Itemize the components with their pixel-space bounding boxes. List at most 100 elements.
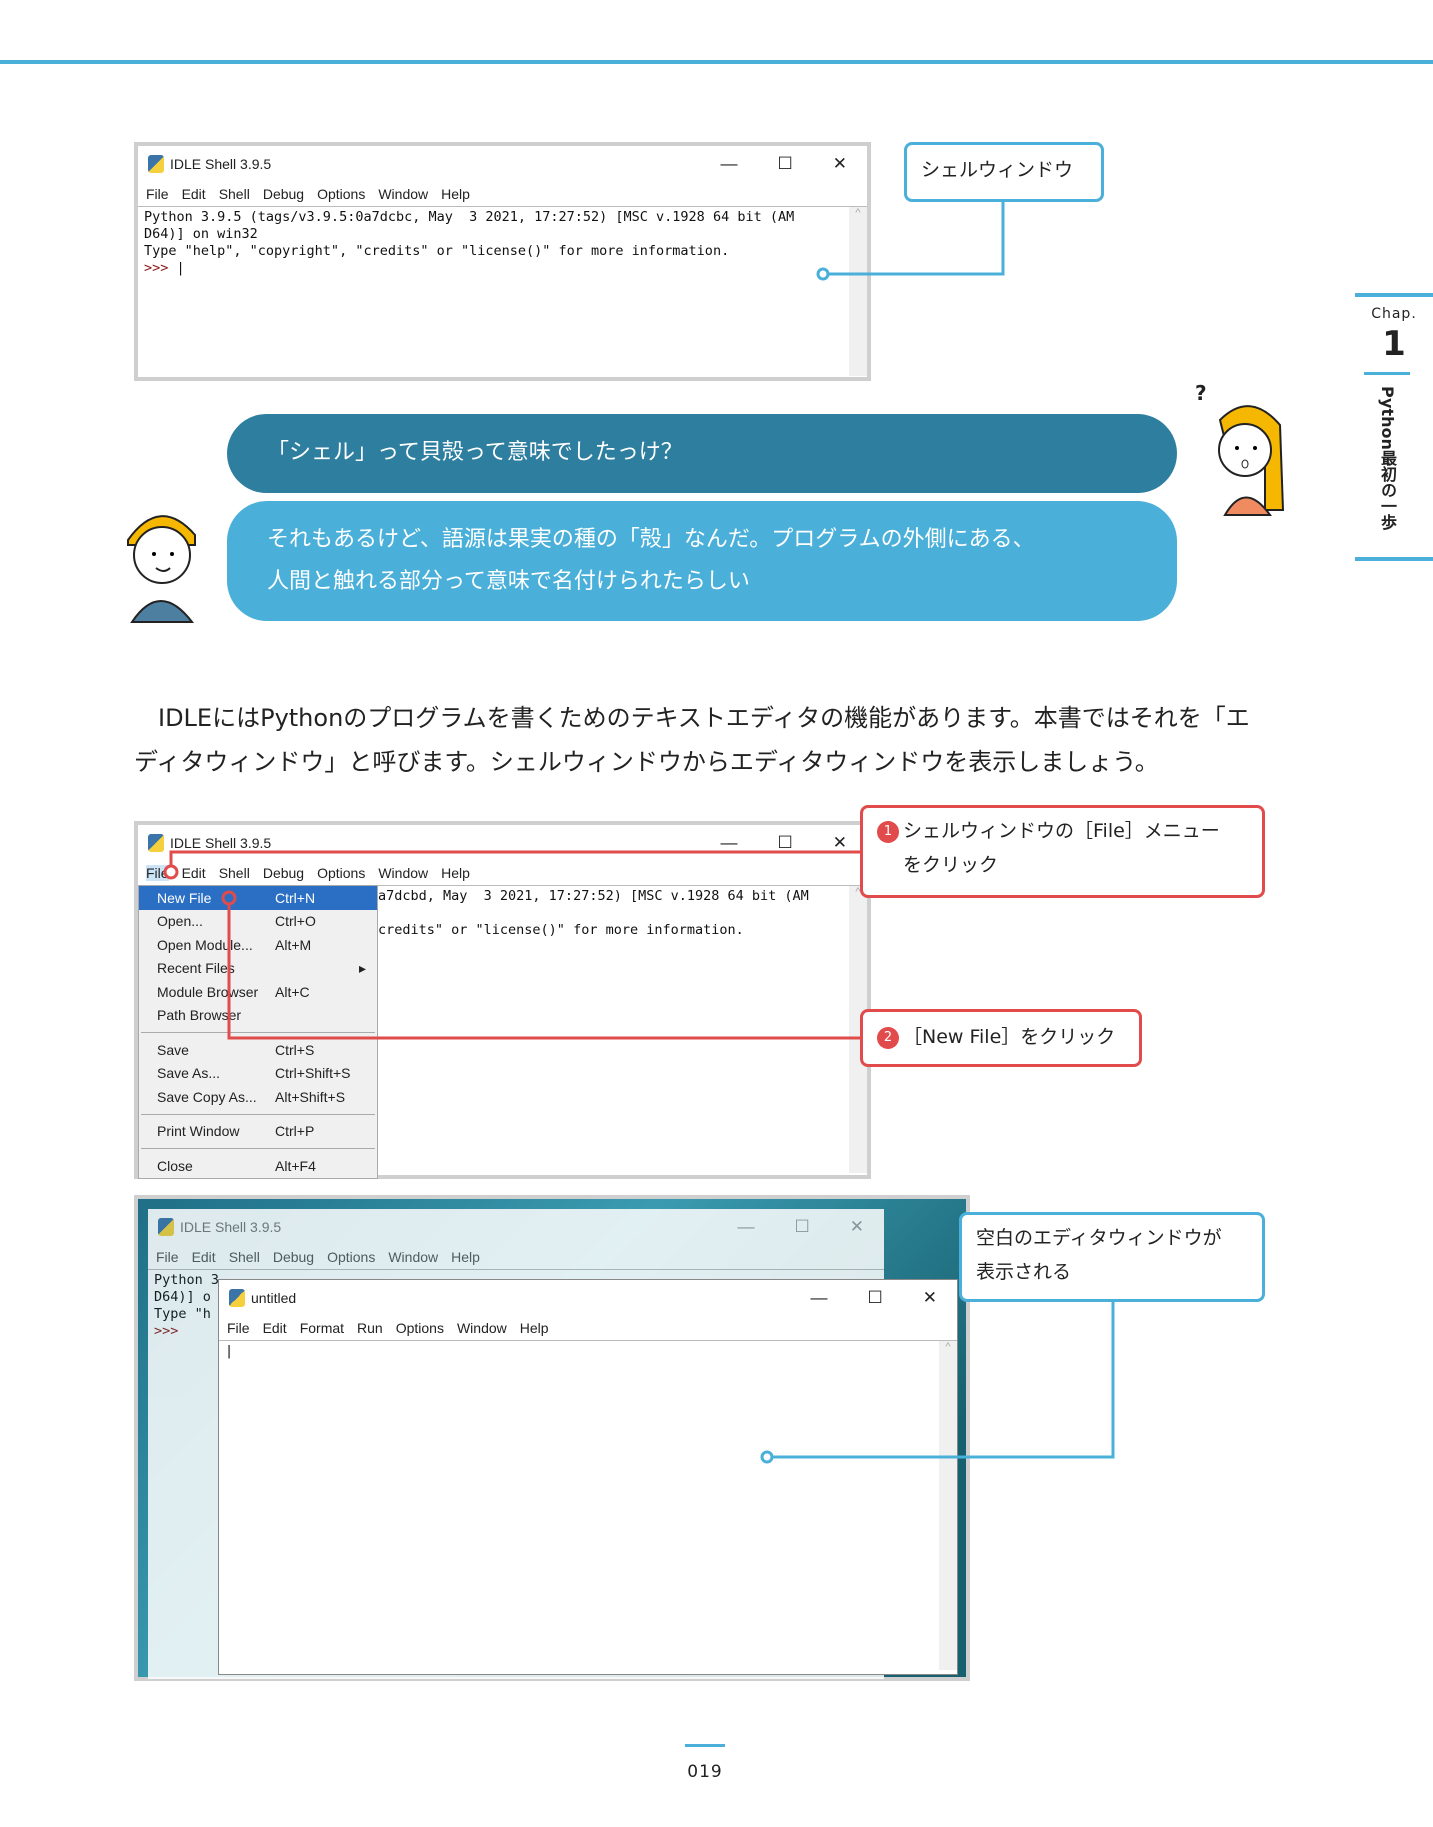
chapter-title: Python最初の一歩 (1378, 386, 1397, 530)
callout-text: シェルウィンドウの［File］メニュー (903, 820, 1220, 842)
menu-debug[interactable]: Debug (262, 865, 305, 881)
menu-run[interactable]: Run (357, 1320, 383, 1336)
editor-text-area[interactable]: |^ (219, 1340, 957, 1670)
step-number-badge: 1 (877, 820, 899, 843)
menu-shell[interactable]: Shell (218, 186, 250, 202)
menu-options[interactable]: Options (317, 865, 366, 881)
chapter-number: 1 (1382, 324, 1406, 364)
callout-text: ［New File］をクリック (903, 1026, 1116, 1048)
close-button[interactable]: ✕ (832, 833, 847, 852)
menu-window[interactable]: Window (456, 1320, 507, 1336)
minimize-button[interactable]: — (720, 833, 738, 852)
menu-bar: File Edit Shell Debug Options Window Help (148, 1245, 884, 1269)
menu-item-path-browser[interactable]: Path Browser (157, 1007, 242, 1024)
menu-bar: File Edit Shell Debug Options Window Help (138, 182, 867, 206)
minimize-button[interactable]: — (720, 154, 738, 173)
window-title: untitled (251, 1290, 297, 1306)
minimize-button[interactable]: — (737, 1217, 755, 1236)
close-button[interactable]: ✕ (832, 154, 847, 173)
menu-file[interactable]: File (146, 865, 169, 881)
step-number-badge: 2 (877, 1026, 899, 1049)
maximize-button[interactable]: ☐ (777, 833, 793, 852)
menu-shell[interactable]: Shell (228, 1249, 260, 1265)
close-button[interactable]: ✕ (922, 1288, 937, 1307)
python-icon (148, 834, 164, 852)
menu-debug[interactable]: Debug (272, 1249, 315, 1265)
menu-file[interactable]: File (156, 1249, 179, 1265)
menu-item-open[interactable]: Open...Ctrl+O (157, 913, 316, 930)
python-icon (158, 1218, 174, 1236)
scrollbar[interactable]: ^ (849, 207, 867, 376)
menu-options[interactable]: Options (395, 1320, 444, 1336)
menu-bar: File Edit Shell Debug Options Window Help (138, 861, 867, 885)
close-button[interactable]: ✕ (849, 1217, 864, 1236)
menu-window[interactable]: Window (378, 865, 429, 881)
answer-line: それもあるけど、語源は果実の種の「殻」なんだ。プログラムの外側にある、 (267, 527, 1035, 552)
menu-item-save-copy-as[interactable]: Save Copy As...Alt+Shift+S (157, 1088, 346, 1105)
output-line: credits" or "license()" for more informa… (378, 922, 744, 938)
menu-file[interactable]: File (227, 1320, 250, 1336)
menu-options[interactable]: Options (317, 186, 366, 202)
maximize-button[interactable]: ☐ (794, 1217, 810, 1236)
title-bar: IDLE Shell 3.9.5 — ☐ ✕ (138, 146, 867, 182)
callout-text: をクリック (903, 854, 999, 876)
callout-editor-window: 空白のエディタウィンドウが表示される (959, 1212, 1265, 1302)
menu-bar: File Edit Format Run Options Window Help (219, 1316, 957, 1340)
output-line: D64)] o (154, 1289, 211, 1305)
menu-edit[interactable]: Edit (181, 865, 206, 881)
menu-item-open-module[interactable]: Open Module...Alt+M (157, 936, 312, 953)
menu-file[interactable]: File (146, 186, 169, 202)
menu-help[interactable]: Help (441, 186, 470, 202)
menu-edit[interactable]: Edit (262, 1320, 287, 1336)
menu-help[interactable]: Help (519, 1320, 549, 1336)
menu-format[interactable]: Format (299, 1320, 345, 1336)
girl-character-illustration: ? (1195, 381, 1285, 516)
menu-shell[interactable]: Shell (218, 865, 250, 881)
menu-help[interactable]: Help (451, 1249, 480, 1265)
callout-shell-window: シェルウィンドウ (904, 142, 1104, 202)
shell-text-area[interactable]: Python 3.9.5 (tags/v3.9.5:0a7dcbc, May 3… (138, 206, 867, 376)
menu-window[interactable]: Window (378, 186, 429, 202)
menu-edit[interactable]: Edit (191, 1249, 216, 1265)
maximize-button[interactable]: ☐ (867, 1288, 883, 1307)
maximize-button[interactable]: ☐ (777, 154, 793, 173)
output-line: a7dcbd, May 3 2021, 17:27:52) [MSC v.192… (378, 888, 809, 904)
minimize-button[interactable]: — (810, 1288, 828, 1307)
side-tab-top-rule (1355, 293, 1433, 297)
python-icon (148, 155, 164, 173)
menu-options[interactable]: Options (327, 1249, 376, 1265)
menu-edit[interactable]: Edit (181, 186, 206, 202)
output-line: Python 3 (154, 1272, 220, 1288)
body-paragraph: IDLEにはPythonのプログラムを書くためのテキストエディタの機能があります… (134, 704, 1250, 776)
menu-separator (141, 1113, 375, 1115)
output-line: D64)] on win32 (144, 226, 258, 242)
title-bar: IDLE Shell 3.9.5 —☐✕ (148, 1209, 884, 1245)
scrollbar[interactable]: ^ (939, 1341, 957, 1670)
speech-bubble-question: 「シェル」って貝殻って意味でしたっけ？ (227, 414, 1177, 493)
side-tab-divider (1364, 372, 1410, 375)
menu-separator (141, 1032, 375, 1033)
menu-item-save-as[interactable]: Save As...Ctrl+Shift+S (157, 1065, 351, 1082)
side-tab-bottom-rule (1355, 557, 1433, 561)
menu-window[interactable]: Window (388, 1249, 439, 1265)
page-number: 019 (687, 1762, 723, 1782)
menu-help[interactable]: Help (441, 865, 470, 881)
editor-window: untitled — ☐ ✕ File Edit Format Run Options Win… (218, 1279, 958, 1675)
prompt: >>> (144, 260, 177, 276)
svg-text:?: ? (1195, 381, 1207, 405)
prompt: >>> (154, 1323, 179, 1339)
output-line: Type "h (154, 1306, 211, 1322)
menu-separator (141, 1148, 375, 1149)
window-title: IDLE Shell 3.9.5 (170, 156, 272, 172)
menu-debug[interactable]: Debug (262, 186, 305, 202)
menu-item-recent-files[interactable]: Recent Files▸ (157, 959, 367, 977)
title-bar: untitled — ☐ ✕ (219, 1280, 957, 1316)
